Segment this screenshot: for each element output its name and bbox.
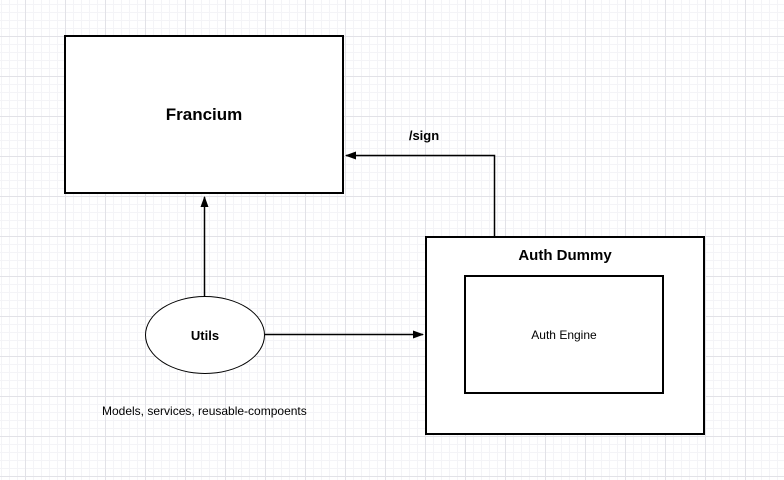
- node-auth-dummy-label: Auth Dummy: [518, 247, 612, 264]
- utils-note-text[interactable]: Models, services, reusable-compoents: [102, 404, 307, 418]
- node-francium[interactable]: Francium: [64, 35, 344, 194]
- node-francium-label: Francium: [165, 104, 243, 124]
- edge-label-sign[interactable]: /sign: [408, 128, 440, 143]
- node-utils[interactable]: Utils: [145, 296, 265, 374]
- node-auth-engine[interactable]: Auth Engine: [464, 275, 664, 394]
- edge-auth-engine-to-francium[interactable]: [345, 151, 496, 276]
- node-utils-label: Utils: [190, 327, 220, 343]
- node-auth-engine-label: Auth Engine: [531, 327, 597, 342]
